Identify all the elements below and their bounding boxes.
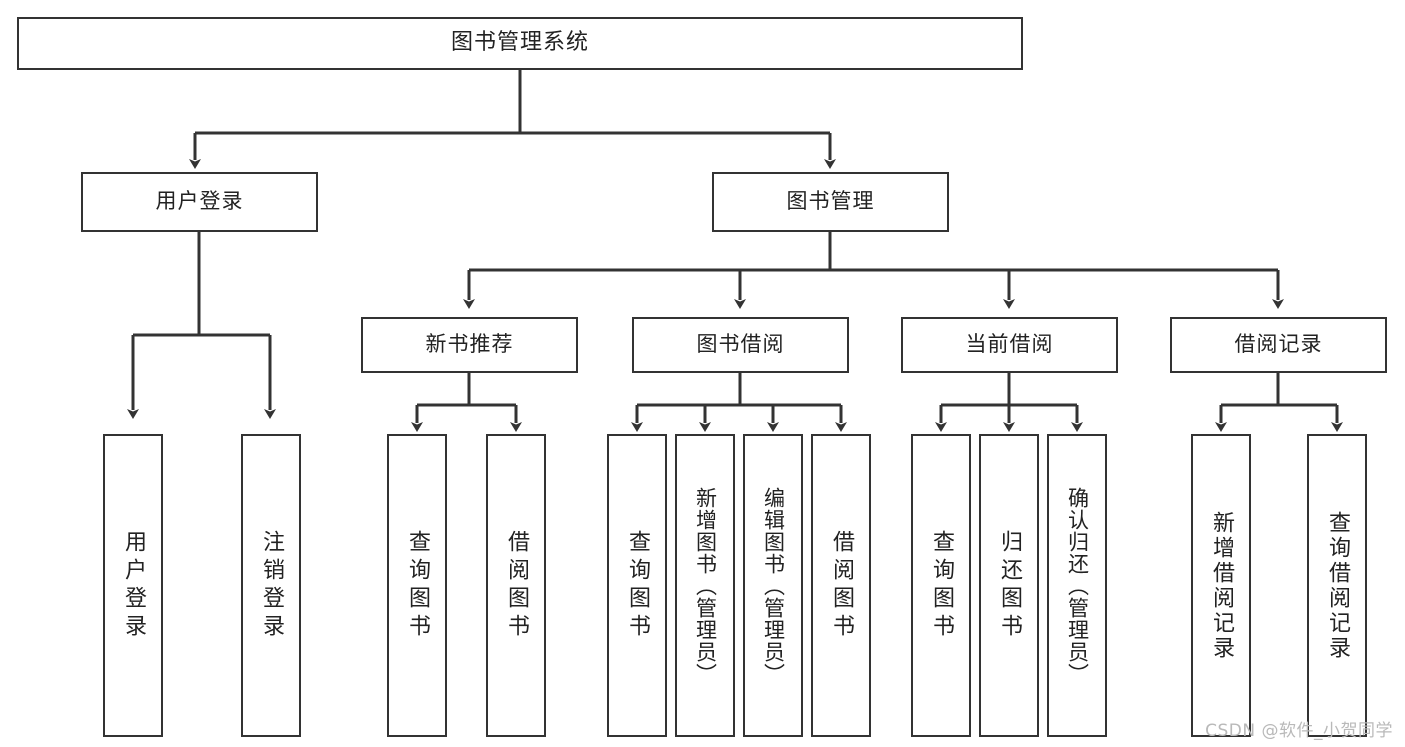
node-label: 编辑图书（管理员） [761, 486, 786, 685]
leaf-user-login-login[interactable]: 用户登录 [103, 434, 163, 737]
node-label: 查询图书 [929, 529, 954, 642]
leaf-book-borrow-borrow-book[interactable]: 借阅图书 [811, 434, 871, 737]
leaf-new-book-borrow-book[interactable]: 借阅图书 [486, 434, 546, 737]
node-user-login[interactable]: 用户登录 [81, 172, 318, 232]
node-label: 注销登录 [259, 529, 284, 642]
leaf-book-borrow-add-book-admin[interactable]: 新增图书（管理员） [675, 434, 735, 737]
node-book-borrow[interactable]: 图书借阅 [632, 317, 849, 373]
node-label: 借阅图书 [829, 529, 854, 642]
node-label: 查询图书 [625, 529, 650, 642]
node-label: 新增借阅记录 [1209, 510, 1234, 661]
node-current-borrow[interactable]: 当前借阅 [901, 317, 1118, 373]
node-label: 查询图书 [405, 529, 430, 642]
node-label: 借阅图书 [504, 529, 529, 642]
node-label: 当前借阅 [965, 332, 1054, 357]
node-label: 借阅记录 [1234, 332, 1323, 357]
node-borrow-record[interactable]: 借阅记录 [1170, 317, 1387, 373]
node-new-book-recommend[interactable]: 新书推荐 [361, 317, 578, 373]
leaf-user-login-logout[interactable]: 注销登录 [241, 434, 301, 737]
node-label: 图书管理 [786, 189, 875, 214]
node-label: 用户登录 [121, 529, 146, 642]
node-label: 新书推荐 [425, 332, 514, 357]
node-label: 图书借阅 [696, 332, 785, 357]
node-label: 确认归还（管理员） [1065, 486, 1090, 685]
leaf-book-borrow-query-book[interactable]: 查询图书 [607, 434, 667, 737]
node-root-book-management-system[interactable]: 图书管理系统 [17, 17, 1023, 70]
node-label: 查询借阅记录 [1325, 510, 1350, 661]
node-label: 归还图书 [997, 529, 1022, 642]
leaf-current-borrow-query-book[interactable]: 查询图书 [911, 434, 971, 737]
node-label: 图书管理系统 [450, 30, 589, 56]
leaf-borrow-record-query-record[interactable]: 查询借阅记录 [1307, 434, 1367, 737]
node-label: 用户登录 [155, 189, 244, 214]
leaf-current-borrow-return-book[interactable]: 归还图书 [979, 434, 1039, 737]
leaf-borrow-record-add-record[interactable]: 新增借阅记录 [1191, 434, 1251, 737]
leaf-current-borrow-confirm-return-admin[interactable]: 确认归还（管理员） [1047, 434, 1107, 737]
leaf-new-book-query-book[interactable]: 查询图书 [387, 434, 447, 737]
watermark-text: CSDN @软件_小贺同学 [1205, 721, 1393, 741]
node-label: 新增图书（管理员） [693, 486, 718, 685]
leaf-book-borrow-edit-book-admin[interactable]: 编辑图书（管理员） [743, 434, 803, 737]
node-book-management[interactable]: 图书管理 [712, 172, 949, 232]
